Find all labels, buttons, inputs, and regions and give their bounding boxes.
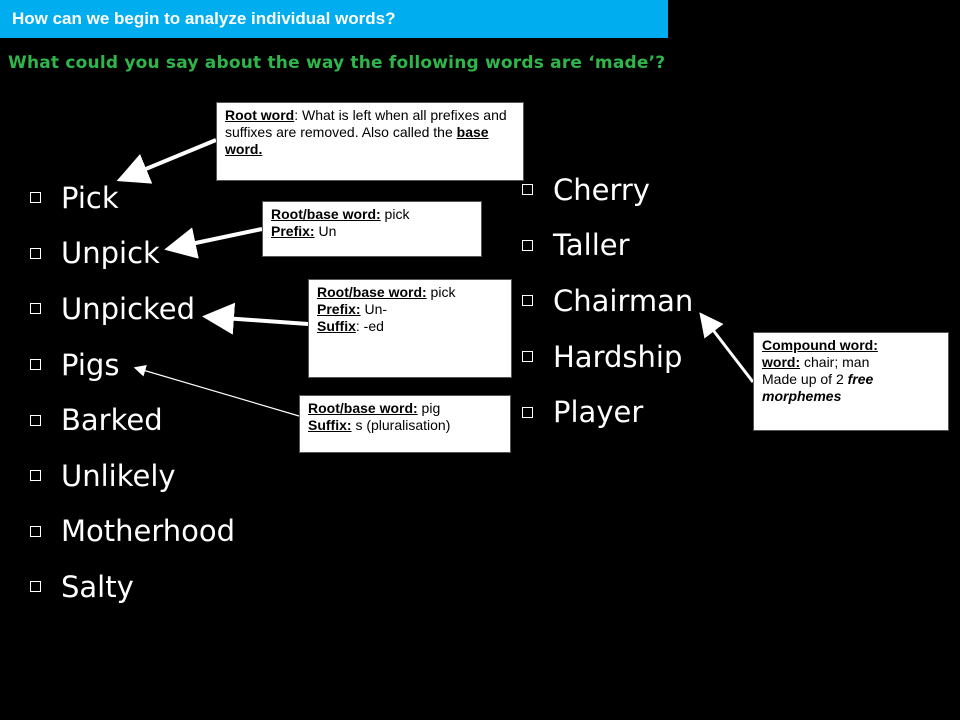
note-pigs: Root/base word: pig Suffix: s (pluralisa… [299, 395, 511, 453]
note-line: Prefix: Un- [317, 301, 503, 318]
root-label: Root/base word: [317, 284, 427, 300]
prefix-label: Prefix: [271, 223, 315, 239]
note-line: Prefix: Un [271, 223, 473, 240]
word-label: Unlikely [61, 458, 176, 493]
arrow-to-chairman [699, 312, 755, 383]
note-root-word: Root word: What is left when all prefixe… [216, 102, 524, 181]
word-label: Unpick [61, 236, 160, 271]
word-label: Taller [553, 228, 630, 263]
prefix-value: Un [314, 223, 337, 239]
square-bullet-icon [30, 192, 41, 204]
word-value: chair; man [800, 354, 870, 370]
word-label: Chairman [553, 283, 694, 318]
note-line: word: chair; man [762, 354, 940, 371]
left-word-list: Pick Unpick Unpicked Pigs Barked Unlikel… [30, 170, 235, 615]
root-label: Root/base word: [271, 206, 381, 222]
list-item: Unpicked [30, 281, 235, 337]
square-bullet-icon [30, 470, 41, 482]
prefix-label: Prefix: [317, 301, 361, 317]
note-compound-word: Compound word: word: chair; man Made up … [753, 332, 949, 431]
note-line: Root/base word: pick [271, 206, 473, 223]
suffix-value: s (pluralisation) [351, 417, 451, 433]
word-label: Pigs [61, 347, 120, 382]
note-line: Suffix: -ed [317, 318, 503, 335]
word-label: Motherhood [61, 514, 236, 549]
root-value: pick [426, 284, 456, 300]
root-word-definition: : What is left when all prefixes and suf… [225, 107, 507, 140]
list-item: Motherhood [30, 504, 235, 560]
root-word-term: Root word [225, 107, 295, 123]
note-unpick: Root/base word: pick Prefix: Un [262, 201, 482, 257]
suffix-value: : -ed [355, 318, 384, 334]
made-up-text: Made up of 2 [762, 371, 848, 387]
list-item: Chairman [522, 273, 693, 329]
note-line: Suffix: s (pluralisation) [308, 417, 502, 434]
square-bullet-icon [522, 351, 533, 363]
note-line: Made up of 2 free [762, 371, 940, 388]
note-line: Root/base word: pig [308, 400, 502, 417]
header-title: How can we begin to analyze individual w… [12, 9, 396, 28]
word-label: Pick [61, 180, 119, 215]
list-item: Taller [522, 218, 693, 274]
morphemes-text: morphemes [762, 388, 842, 404]
suffix-label: Suffix [317, 318, 356, 334]
square-bullet-icon [30, 303, 41, 315]
root-label: Root/base word: [308, 400, 418, 416]
slide-header: How can we begin to analyze individual w… [0, 0, 668, 38]
prefix-value: Un- [360, 301, 388, 317]
word-label: word: [762, 354, 801, 370]
square-bullet-icon [522, 406, 533, 418]
word-label: Barked [61, 403, 163, 438]
word-label: Unpicked [61, 291, 196, 326]
square-bullet-icon [522, 184, 533, 196]
root-value: pig [417, 400, 441, 416]
free-text: free [847, 371, 874, 387]
slide-subtitle: What could you say about the way the fol… [8, 53, 666, 73]
list-item: Unpick [30, 226, 235, 282]
word-label: Hardship [553, 339, 683, 374]
note-line: morphemes [762, 388, 940, 405]
note-line: Root/base word: pick [317, 284, 503, 301]
list-item: Player [522, 384, 693, 440]
square-bullet-icon [30, 359, 41, 371]
square-bullet-icon [30, 414, 41, 426]
list-item: Barked [30, 392, 235, 448]
square-bullet-icon [522, 295, 533, 307]
list-item: Hardship [522, 329, 693, 385]
square-bullet-icon [30, 525, 41, 537]
right-word-list: Cherry Taller Chairman Hardship Player [522, 162, 693, 440]
root-value: pick [380, 206, 410, 222]
word-label: Cherry [553, 172, 650, 207]
list-item: Salty [30, 559, 235, 615]
compound-heading: Compound word: [762, 337, 878, 353]
word-label: Player [553, 395, 644, 430]
base-word-term: base word. [225, 124, 489, 157]
square-bullet-icon [30, 581, 41, 593]
list-item: Unlikely [30, 448, 235, 504]
list-item: Pick [30, 170, 235, 226]
square-bullet-icon [522, 239, 533, 251]
word-label: Salty [61, 569, 134, 604]
list-item: Pigs [30, 337, 235, 393]
note-line: Compound word: [762, 337, 940, 354]
suffix-label: Suffix: [308, 417, 352, 433]
square-bullet-icon [30, 247, 41, 259]
note-unpicked: Root/base word: pick Prefix: Un- Suffix:… [308, 279, 512, 378]
list-item: Cherry [522, 162, 693, 218]
